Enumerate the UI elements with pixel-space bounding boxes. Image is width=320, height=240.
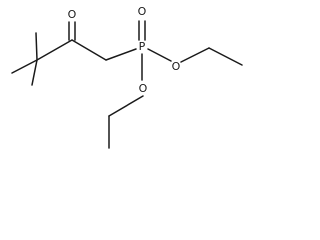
bond-phosphorus-ester-oxygen-1	[147, 48, 172, 62]
atom-label-ester-oxygen-1: O	[172, 60, 181, 73]
bond-quaternary-carbonyl	[36, 39, 73, 61]
bond-methyl-bottom	[31, 59, 38, 86]
chemical-structure-diagram: O P O O O	[11, 5, 243, 149]
atom-label-phosphoryl-oxygen: O	[138, 5, 147, 18]
bond-methyl-top	[35, 32, 38, 61]
atom-label-carbonyl-oxygen: O	[68, 8, 77, 21]
bond-methylene-phosphorus	[105, 48, 137, 61]
atom-label-ester-oxygen-2: O	[139, 82, 148, 95]
bond-carbonyl-methylene	[71, 39, 107, 61]
bond-ester-oxygen-2-ethyl	[108, 95, 144, 117]
bond-ethyl-1-methyl	[208, 47, 243, 66]
bond-methyl-left	[11, 59, 38, 74]
bond-ester-oxygen-1-ethyl	[180, 47, 210, 63]
atom-label-phosphorus: P	[139, 40, 146, 53]
